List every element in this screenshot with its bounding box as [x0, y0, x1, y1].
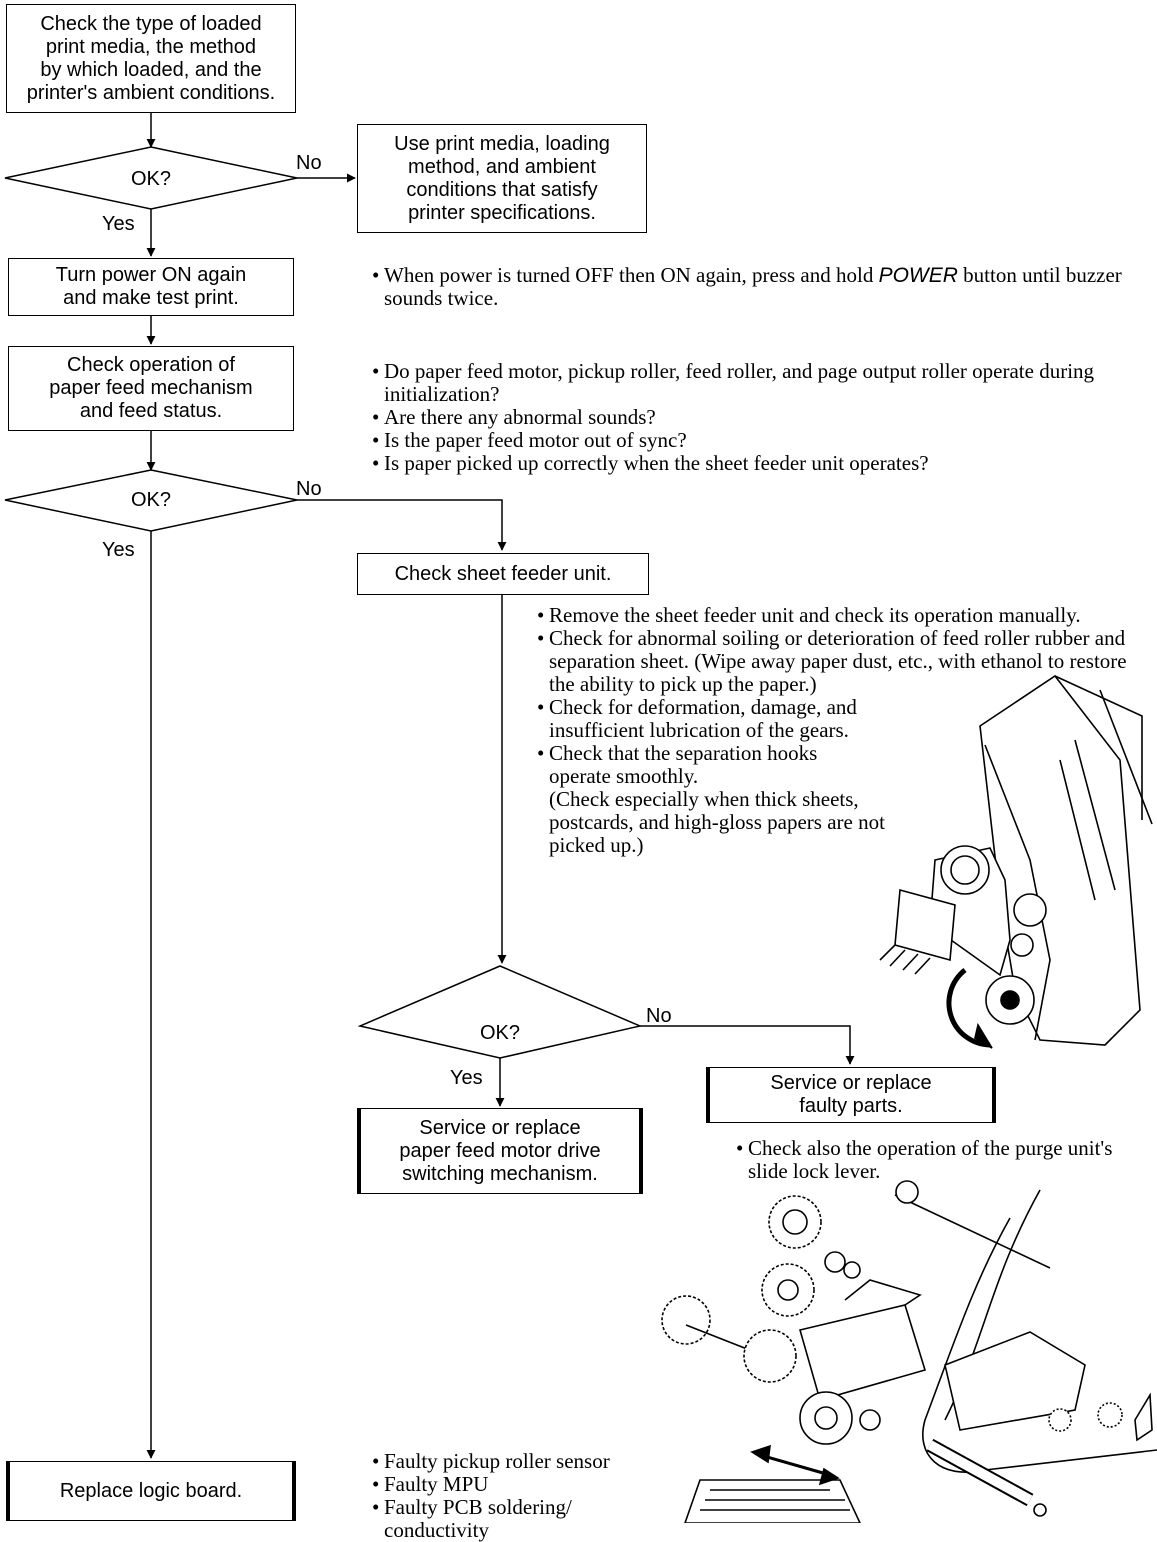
operation-item: Are there any abnormal sounds?	[372, 406, 1156, 430]
sheet-feeder-illustration	[879, 674, 1153, 1049]
connector-d2-no	[297, 499, 507, 551]
logic-cause-item: Faulty MPU	[372, 1473, 742, 1497]
service-faulty-text: Service or replace faulty parts.	[770, 1072, 932, 1117]
operation-item: Is paper picked up correctly when the sh…	[372, 452, 1156, 476]
turn-power-box: Turn power ON again and make test print.	[8, 258, 294, 316]
decision-2-text: OK?	[130, 489, 172, 511]
logic-cause-item: Faulty pickup roller sensor	[372, 1450, 742, 1474]
decision-3-yes-label: Yes	[450, 1067, 483, 1089]
turn-power-text: Turn power ON again and make test print.	[55, 264, 247, 309]
decision-2-no-label: No	[296, 478, 322, 500]
decision-diamond-3	[357, 965, 643, 1059]
logic-board-causes: Faulty pickup roller sensor Faulty MPU F…	[372, 1450, 742, 1542]
operation-item: Is the paper feed motor out of sync?	[372, 429, 1156, 453]
decision-diamond-1	[4, 146, 298, 210]
power-button-label: POWER	[878, 264, 958, 287]
check-operation-text: Check operation of paper feed mechanism …	[49, 354, 253, 422]
connector-d3-no	[640, 1025, 855, 1065]
decision-diamond-2	[4, 469, 298, 532]
decision-1-no-label: No	[296, 152, 322, 174]
operation-checklist: Do paper feed motor, pickup roller, feed…	[372, 360, 1156, 476]
sheet-feeder-checklist: Remove the sheet feeder unit and check i…	[537, 604, 1157, 857]
service-faulty-box: Service or replace faulty parts.	[706, 1067, 996, 1123]
gear-assembly-illustration	[661, 1180, 1157, 1523]
decision-3-text: OK?	[479, 1022, 521, 1044]
power-note-item: When power is turned OFF then ON again, …	[372, 264, 1152, 310]
sheet-feeder-item: Check for abnormal soiling or deteriorat…	[537, 627, 1157, 696]
purge-note-item: Check also the operation of the purge un…	[736, 1137, 1154, 1183]
use-print-media-box: Use print media, loading method, and amb…	[357, 124, 647, 233]
sheet-feeder-extra: (Check especially when thick sheets, pos…	[549, 787, 885, 857]
power-note: When power is turned OFF then ON again, …	[372, 264, 1152, 310]
sheet-feeder-item: Remove the sheet feeder unit and check i…	[537, 604, 1109, 628]
use-print-media-text: Use print media, loading method, and amb…	[394, 132, 610, 224]
decision-3-no-label: No	[646, 1005, 672, 1027]
check-sheet-feeder-text: Check sheet feeder unit.	[394, 562, 612, 585]
operation-item: Do paper feed motor, pickup roller, feed…	[372, 360, 1156, 406]
logic-cause-item: Faulty PCB soldering/ conductivity	[372, 1496, 624, 1542]
decision-1-yes-label: Yes	[102, 213, 135, 235]
sheet-feeder-item: Check that the separation hooks operate …	[537, 742, 879, 788]
check-print-media-text: Check the type of loaded print media, th…	[26, 12, 276, 104]
check-print-media-box: Check the type of loaded print media, th…	[6, 4, 296, 113]
service-motor-box: Service or replace paper feed motor driv…	[357, 1108, 643, 1194]
sheet-feeder-item: Check for deformation, damage, and insuf…	[537, 696, 919, 742]
decision-1-text: OK?	[130, 168, 172, 190]
replace-logic-box: Replace logic board.	[6, 1461, 296, 1521]
purge-note: Check also the operation of the purge un…	[736, 1137, 1154, 1183]
check-sheet-feeder-box: Check sheet feeder unit.	[357, 553, 649, 595]
check-operation-box: Check operation of paper feed mechanism …	[8, 346, 294, 431]
replace-logic-text: Replace logic board.	[59, 1479, 243, 1502]
service-motor-text: Service or replace paper feed motor driv…	[399, 1116, 601, 1185]
decision-2-yes-label: Yes	[102, 539, 135, 561]
